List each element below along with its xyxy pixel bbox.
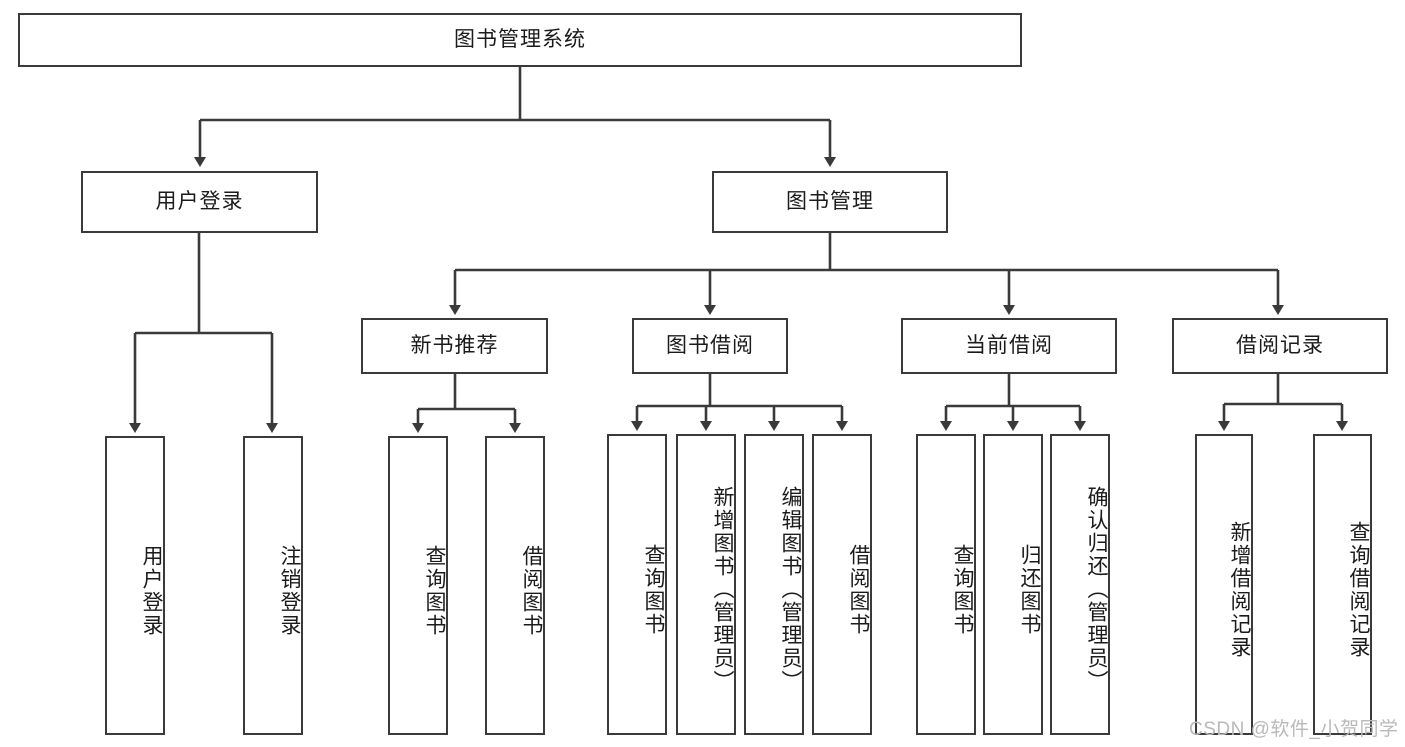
node-leaf-query-book-current-label: 查询图书 (951, 543, 974, 636)
node-user-login[interactable]: 用户登录 (81, 171, 318, 233)
node-book-management[interactable]: 图书管理 (712, 171, 948, 233)
node-leaf-query-book-borrow[interactable]: 查询图书 (607, 434, 667, 735)
node-leaf-query-book-borrow-label: 查询图书 (642, 543, 665, 636)
node-new-book-recommend-label: 新书推荐 (410, 333, 499, 357)
node-leaf-confirm-return-admin-label: 确认归还（管理员） (1085, 486, 1108, 693)
node-borrow-record[interactable]: 借阅记录 (1172, 318, 1388, 374)
node-leaf-query-book-recommend[interactable]: 查询图书 (388, 436, 448, 735)
node-leaf-query-book-current[interactable]: 查询图书 (916, 434, 976, 735)
node-leaf-add-borrow-record-label: 新增借阅记录 (1228, 520, 1251, 659)
node-root[interactable]: 图书管理系统 (18, 13, 1022, 67)
node-root-label: 图书管理系统 (454, 27, 586, 51)
node-leaf-lend-book-label: 借阅图书 (847, 543, 870, 636)
node-leaf-logout[interactable]: 注销登录 (243, 436, 303, 735)
csdn-watermark: CSDN @软件_小贺同学 (1189, 719, 1399, 740)
node-book-management-label: 图书管理 (786, 189, 874, 213)
node-book-borrow-label: 图书借阅 (666, 333, 754, 357)
node-leaf-user-login[interactable]: 用户登录 (105, 436, 165, 735)
node-leaf-lend-book[interactable]: 借阅图书 (812, 434, 872, 735)
node-current-borrow-label: 当前借阅 (965, 333, 1053, 357)
node-leaf-add-book-admin[interactable]: 新增图书（管理员） (676, 434, 736, 735)
node-leaf-borrow-book-recommend-label: 借阅图书 (520, 544, 543, 637)
node-leaf-edit-book-admin-label: 编辑图书（管理员） (779, 486, 802, 693)
node-leaf-logout-label: 注销登录 (278, 544, 301, 637)
node-user-login-label: 用户登录 (155, 189, 244, 213)
node-leaf-query-book-recommend-label: 查询图书 (423, 544, 446, 637)
node-borrow-record-label: 借阅记录 (1236, 333, 1324, 357)
node-current-borrow[interactable]: 当前借阅 (901, 318, 1117, 374)
node-leaf-return-book[interactable]: 归还图书 (983, 434, 1043, 735)
node-leaf-query-borrow-record[interactable]: 查询借阅记录 (1313, 434, 1372, 735)
node-leaf-borrow-book-recommend[interactable]: 借阅图书 (485, 436, 545, 735)
node-leaf-edit-book-admin[interactable]: 编辑图书（管理员） (744, 434, 804, 735)
node-leaf-add-book-admin-label: 新增图书（管理员） (711, 486, 734, 693)
node-book-borrow[interactable]: 图书借阅 (632, 318, 788, 374)
node-leaf-confirm-return-admin[interactable]: 确认归还（管理员） (1050, 434, 1110, 735)
node-leaf-user-login-label: 用户登录 (140, 544, 163, 637)
node-leaf-query-borrow-record-label: 查询借阅记录 (1347, 520, 1370, 659)
node-new-book-recommend[interactable]: 新书推荐 (361, 318, 548, 374)
node-leaf-return-book-label: 归还图书 (1018, 543, 1041, 636)
node-leaf-add-borrow-record[interactable]: 新增借阅记录 (1195, 434, 1253, 735)
